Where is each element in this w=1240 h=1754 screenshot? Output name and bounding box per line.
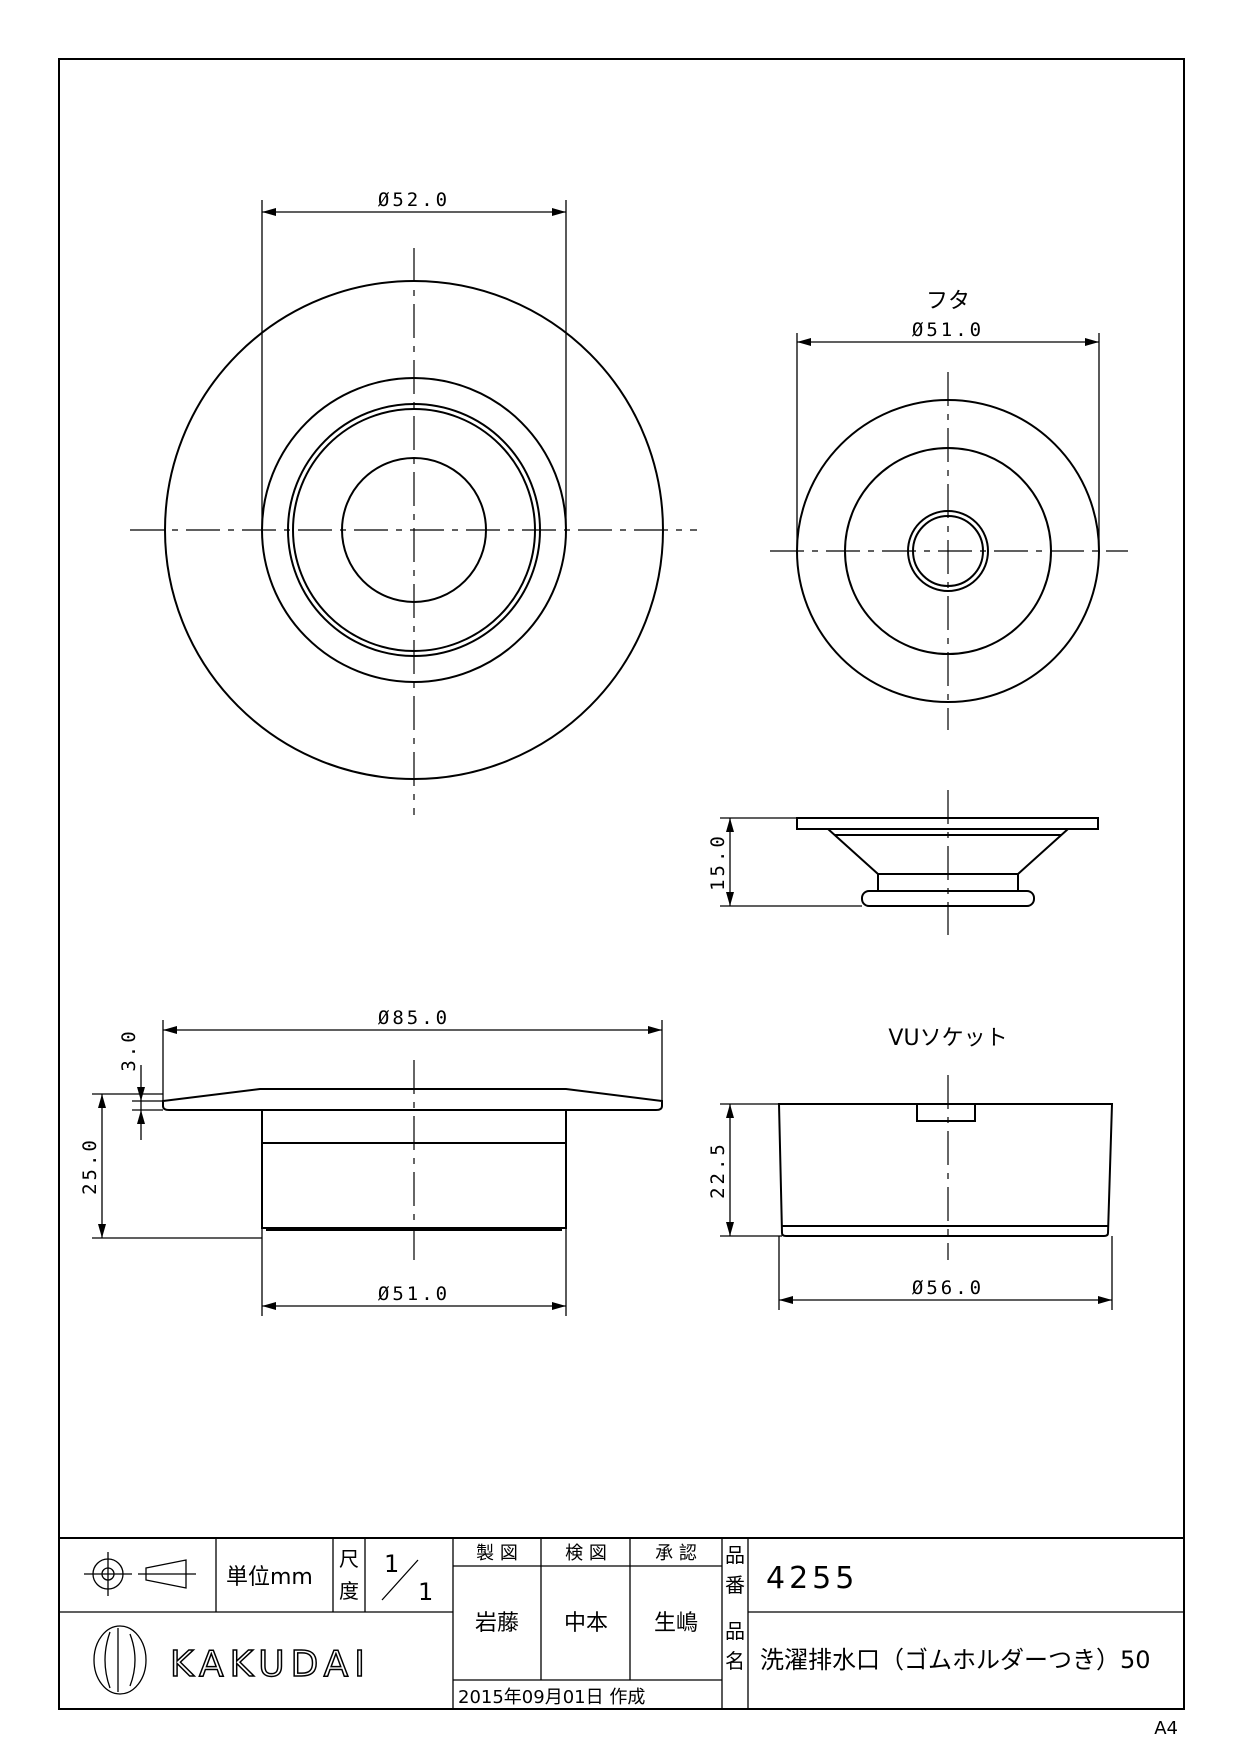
vu-socket-view: VUソケット 22.5 Ø56.0 xyxy=(707,1026,1114,1310)
date-label: 2015年09月01日 作成 xyxy=(458,1687,645,1708)
scale-label-2: 度 xyxy=(339,1579,359,1603)
part-name: 洗濯排水口（ゴムホルダーつき）50 xyxy=(760,1646,1151,1674)
part-name-label-1: 品 xyxy=(725,1619,745,1643)
scale-label-1: 尺 xyxy=(339,1547,359,1571)
dim-flange-thickness: 3.0 xyxy=(118,1028,140,1071)
dim-body-height: 25.0 xyxy=(79,1137,101,1195)
lid-top-view: フタ Ø51.0 xyxy=(770,289,1128,730)
kakudai-logo: KAKUDAI xyxy=(93,1625,371,1695)
scale-num: 1 xyxy=(384,1550,399,1578)
part-no-label-1: 品 xyxy=(725,1543,745,1567)
scale-den: 1 xyxy=(418,1578,433,1606)
dim-flange-diameter: Ø85.0 xyxy=(378,1007,450,1029)
dim-lid-diameter: Ø51.0 xyxy=(912,319,984,341)
checked-by: 中本 xyxy=(564,1611,608,1636)
part-no: 4255 xyxy=(766,1561,858,1596)
drafted-by: 岩藤 xyxy=(475,1611,519,1636)
part-name-label-2: 名 xyxy=(725,1649,745,1673)
top-view-drain: Ø52.0 xyxy=(130,189,697,815)
dim-top-diameter: Ø52.0 xyxy=(378,189,450,211)
unit-label: 単位mm xyxy=(226,1565,313,1590)
approved-by: 生嶋 xyxy=(654,1611,698,1636)
drain-side-view: Ø85.0 3.0 25.0 Ø51.0 xyxy=(79,1007,663,1316)
drawing-border xyxy=(58,58,1185,1710)
dim-socket-height: 22.5 xyxy=(707,1141,729,1199)
title-block: 単位mm 尺 度 1 1 製 図 検 図 承 認 岩藤 中本 生嶋 2015年0… xyxy=(59,1537,1184,1709)
dim-body-diameter: Ø51.0 xyxy=(378,1283,450,1305)
dim-socket-diameter: Ø56.0 xyxy=(912,1277,984,1299)
projection-symbol-icon xyxy=(84,1552,196,1596)
lid-side-view: 15.0 xyxy=(707,790,1099,935)
paper-size: A4 xyxy=(1154,1718,1178,1739)
checked-header: 検 図 xyxy=(565,1543,607,1564)
brand-name: KAKUDAI xyxy=(170,1644,371,1685)
part-no-label-2: 番 xyxy=(725,1573,745,1597)
dim-lid-height: 15.0 xyxy=(707,833,729,891)
approved-header: 承 認 xyxy=(655,1543,697,1564)
socket-label: VUソケット xyxy=(888,1026,1007,1051)
lid-label: フタ xyxy=(926,289,970,314)
drafted-header: 製 図 xyxy=(476,1543,518,1564)
